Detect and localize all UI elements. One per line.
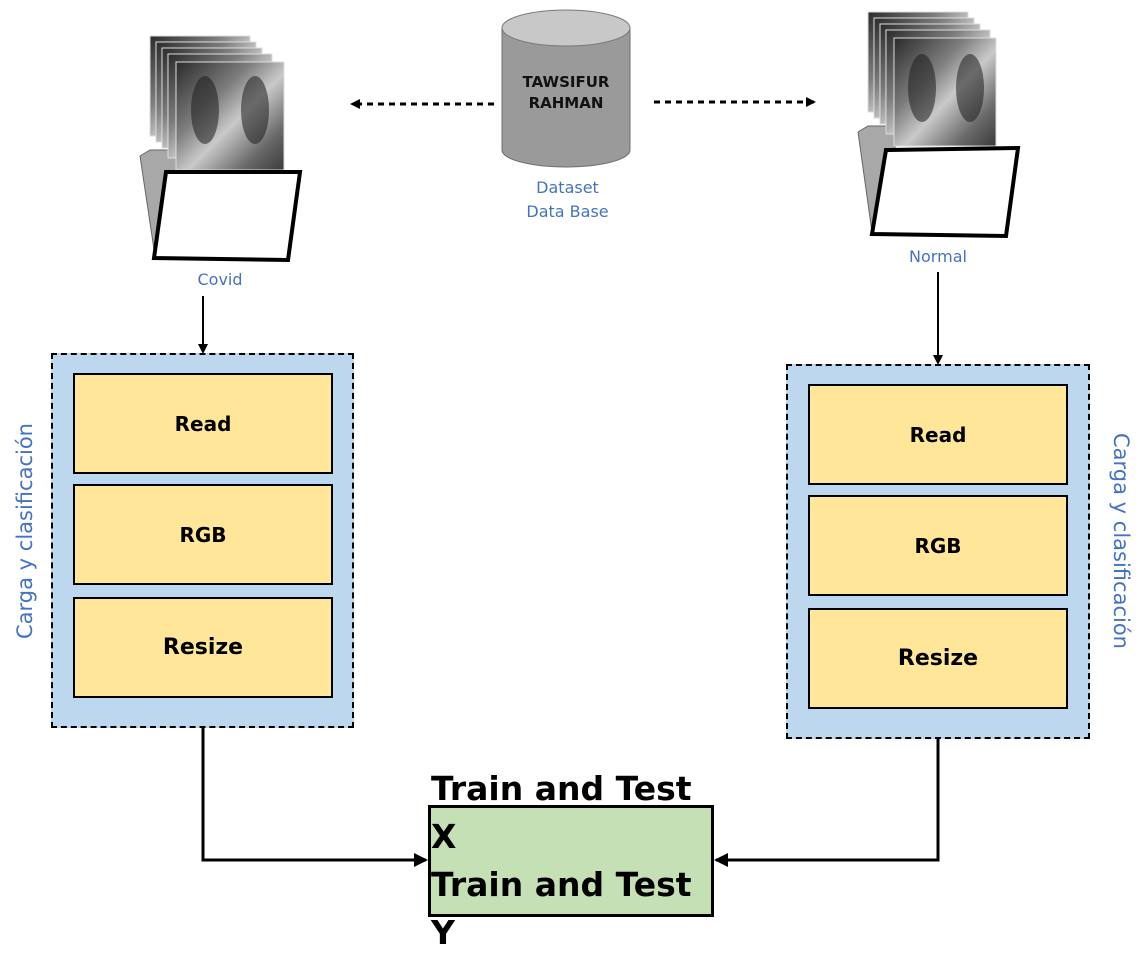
train-test-output-box: Train and Test X Train and Test Y [428,769,714,952]
covid-step-read: Read [73,373,333,474]
normal-pipeline-side-label: Carga y clasificación [1109,433,1133,649]
database-cylinder-icon [501,9,631,168]
database-name-line2: RAHMAN [528,94,604,112]
covid-step-rgb: RGB [73,484,333,585]
database-caption-line2: Data Base [526,202,609,221]
normal-step-resize: Resize [808,608,1068,709]
connector-layer [139,9,1021,867]
database-caption: Dataset Data Base [500,176,635,224]
covid-folder-caption: Covid [197,270,243,289]
normal-step-read: Read [808,384,1068,485]
normal-folder-caption: Normal [909,247,967,266]
database-name-line1: TAWSIFUR [522,73,610,91]
normal-folder-icon [857,11,1021,239]
output-line2: Train and Test Y [431,865,692,952]
normal-pipeline-group: Read RGB Resize [786,364,1090,739]
database-name: TAWSIFUR RAHMAN [500,72,632,114]
left-pipeline-to-output-arrow [201,728,428,867]
covid-folder-icon [139,35,303,263]
right-pipeline-to-output-arrow [714,739,940,867]
covid-pipeline-group: Read RGB Resize [51,353,354,728]
output-line1: Train and Test X [431,769,692,856]
covid-pipeline-side-label: Carga y clasificación [13,423,37,639]
normal-step-rgb: RGB [808,495,1068,596]
covid-step-resize: Resize [73,597,333,698]
database-caption-line1: Dataset [536,178,599,197]
